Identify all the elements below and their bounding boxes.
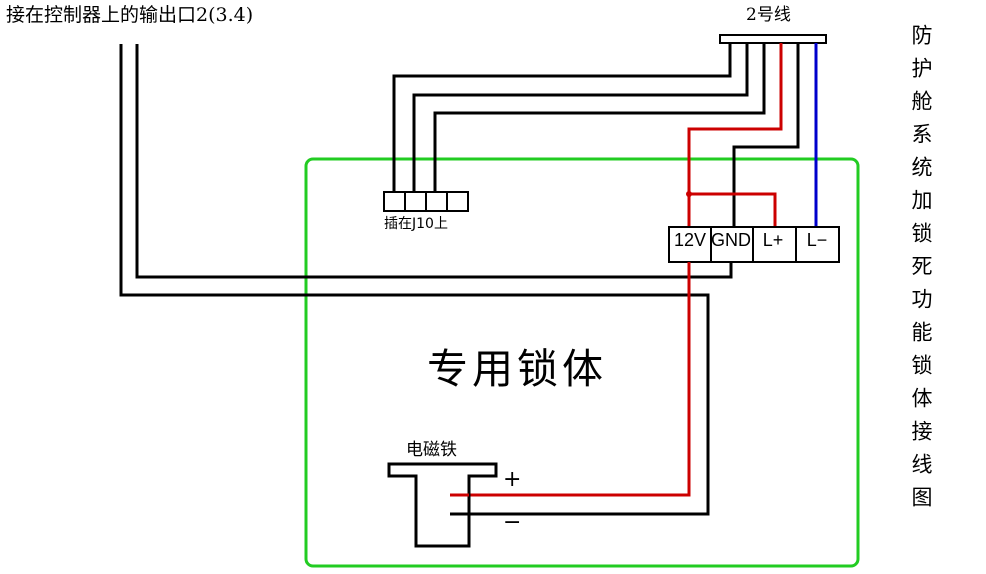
j10-wire-2: [412, 43, 749, 192]
j10-label: 插在J10上: [384, 216, 448, 232]
j10-wire-1: [392, 43, 732, 192]
terminal-block: [668, 226, 840, 263]
lock-body-box: [304, 157, 860, 568]
minus-sign: −: [503, 510, 522, 535]
terminal-l-minus: L−: [806, 230, 828, 250]
red-wire-magnet-plus: [450, 262, 691, 497]
cable-2-label: 2号线: [746, 5, 791, 25]
vertical-title: 防护舱系统加锁死功能锁体接线图: [909, 24, 933, 519]
lock-body-title: 专用锁体: [427, 345, 607, 393]
junction-dot: [686, 191, 692, 197]
j10-wire-3: [433, 43, 766, 192]
red-wire-12v: [687, 43, 783, 227]
plus-sign: +: [503, 467, 522, 492]
electromagnet-shape: [387, 462, 498, 548]
controller-output-label: 接在控制器上的输出口2(3.4): [6, 4, 254, 26]
controller-wire-1: [119, 44, 710, 516]
terminal-12v: 12V: [673, 230, 707, 250]
terminal-l-plus: L+: [762, 230, 784, 250]
red-jumper-12v-lplus: [689, 192, 777, 227]
electromagnet-label: 电磁铁: [406, 440, 457, 460]
gnd-wire: [732, 43, 800, 227]
terminal-gnd: GND: [711, 230, 751, 250]
cable-2-header: [719, 34, 827, 44]
controller-wire-2: [135, 44, 733, 279]
j10-connector: [383, 191, 469, 212]
